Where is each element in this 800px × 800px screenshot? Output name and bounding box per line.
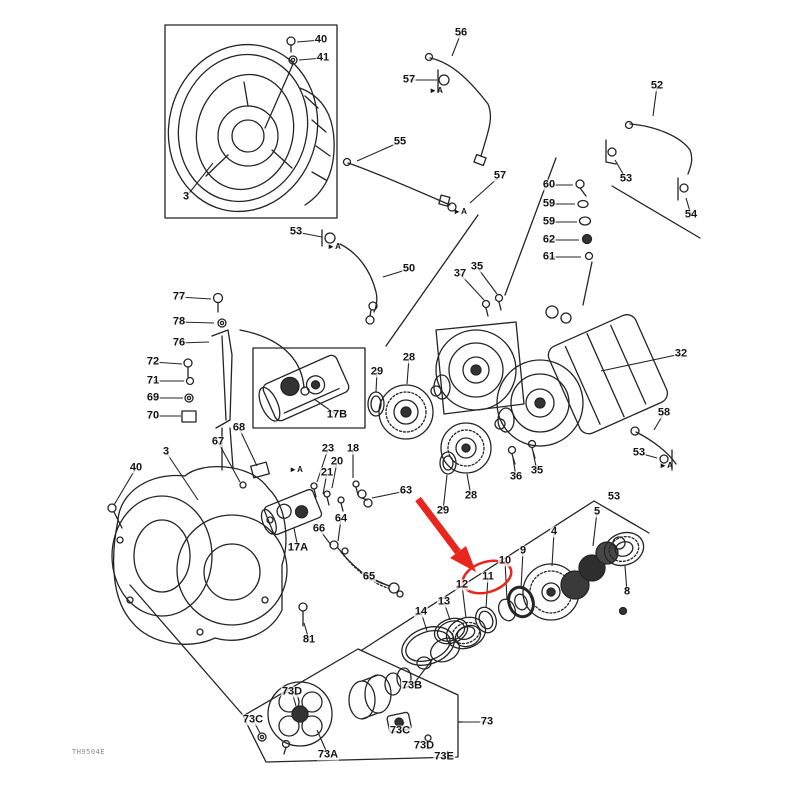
inset-box-flywheel bbox=[164, 24, 338, 219]
inset-box-17b bbox=[252, 347, 366, 429]
highlight-arrow bbox=[415, 496, 476, 572]
inset-box-73 bbox=[242, 648, 459, 763]
watermark-code: TH9504E bbox=[72, 748, 106, 756]
